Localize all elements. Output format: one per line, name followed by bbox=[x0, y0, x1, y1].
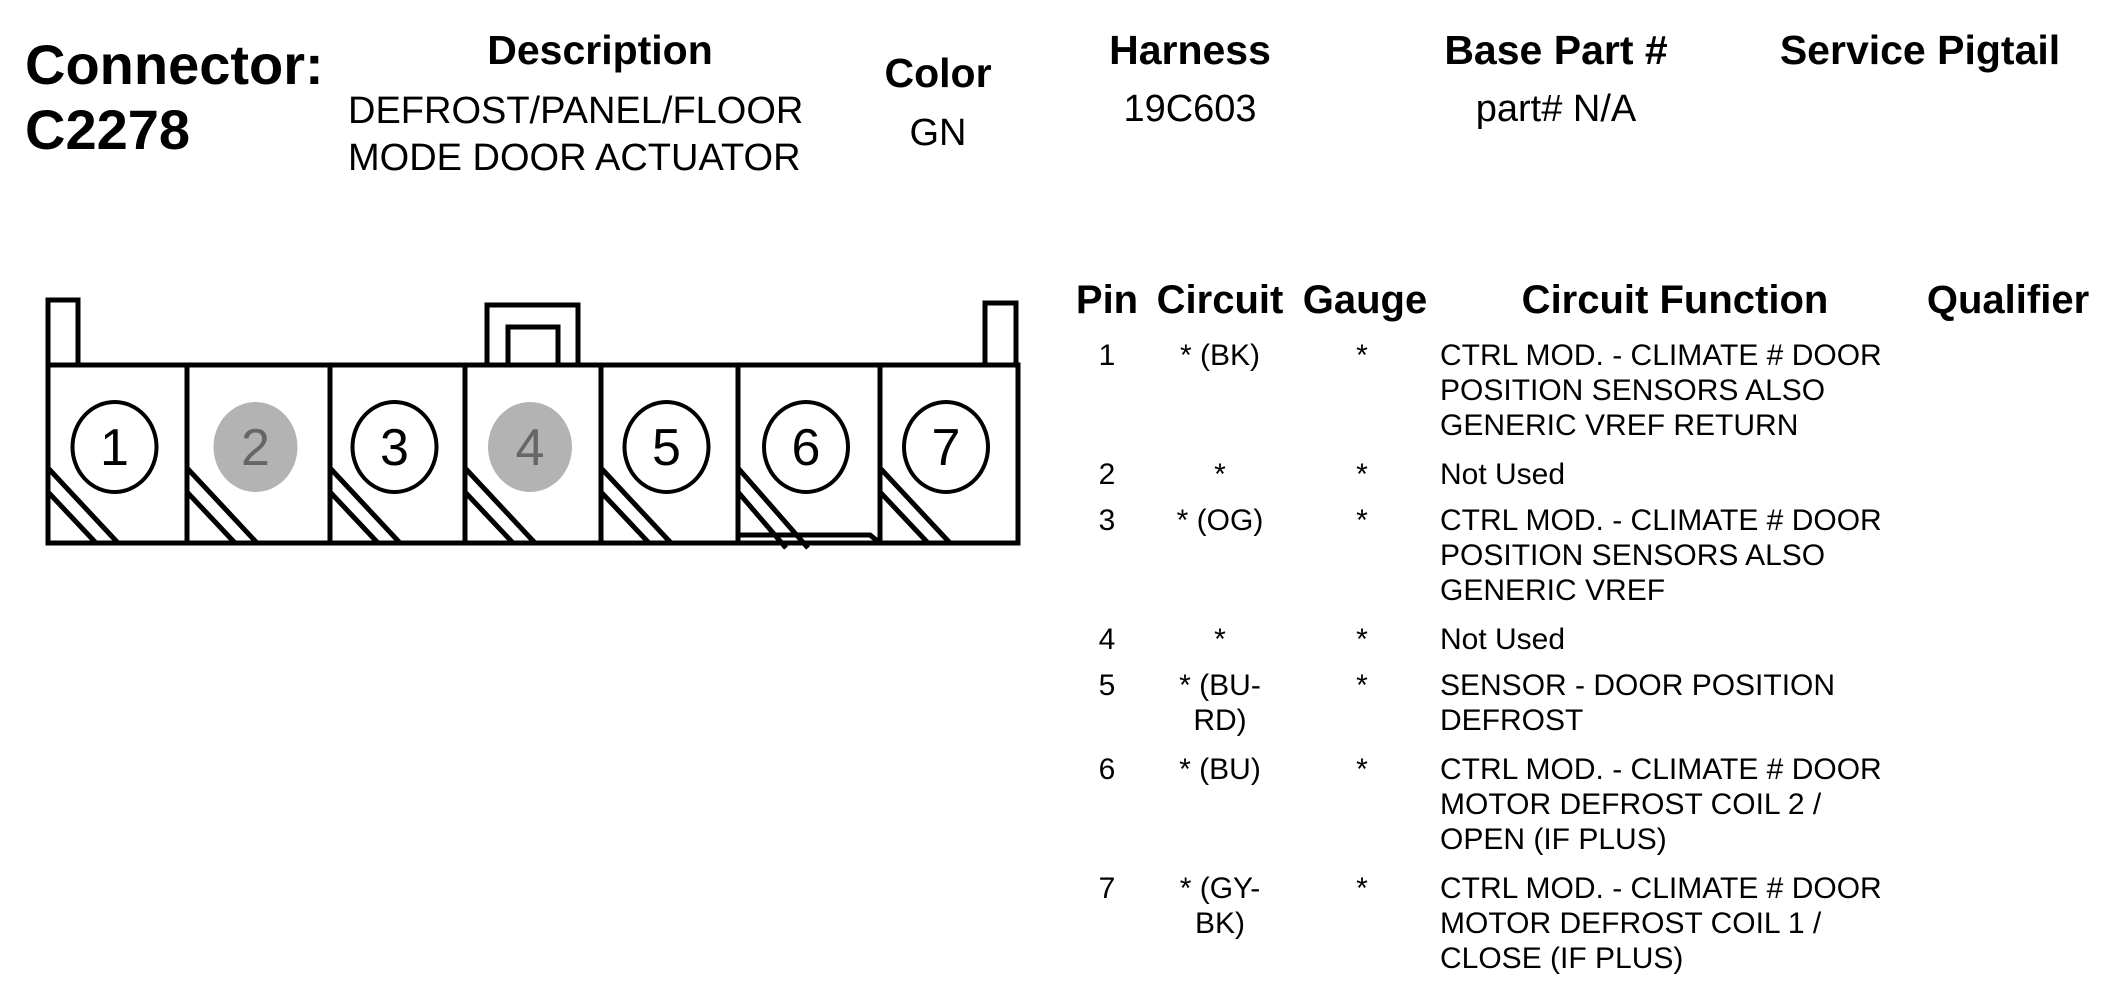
cavity-key-chamfer bbox=[46, 466, 120, 545]
circuit-cell: * (BU- bbox=[1179, 669, 1261, 702]
circuit-function-cell: CTRL MOD. - CLIMATE # DOOR POSITION SENS… bbox=[1440, 339, 1882, 442]
pin-cavity-circle bbox=[622, 400, 711, 494]
pin-number-cell: 3 bbox=[1098, 504, 1116, 537]
column-header-circuit-function: Circuit Function bbox=[1521, 278, 1829, 322]
pin-number-cell: 1 bbox=[1098, 339, 1116, 372]
connector-face-diagram: 1 2 3 4 5 6 7 bbox=[45, 297, 1021, 550]
gauge-cell: * bbox=[1356, 669, 1368, 702]
right-latch bbox=[982, 300, 1019, 365]
gauge-cell: * bbox=[1356, 623, 1368, 656]
pin-cavity-unused-circle bbox=[488, 402, 572, 492]
cavity-key-chamfer bbox=[328, 466, 402, 545]
lock-tab-inner bbox=[505, 324, 561, 365]
circuit-cell: RD) bbox=[1193, 704, 1247, 737]
circuit-function-cell: Not Used bbox=[1440, 458, 1566, 491]
base-part-value: part# N/A bbox=[1475, 88, 1637, 130]
pin-cavity-circle bbox=[902, 400, 990, 494]
cavity-key-chamfer bbox=[185, 466, 259, 545]
circuit-function-cell: Not Used bbox=[1440, 623, 1566, 656]
cavity-key-chamfer bbox=[599, 466, 673, 545]
column-header-circuit: Circuit bbox=[1156, 278, 1284, 322]
circuit-cell: * (BK) bbox=[1179, 339, 1261, 372]
description-line-2: MODE DOOR ACTUATOR bbox=[348, 137, 801, 179]
pin-cavity-unused-circle bbox=[213, 402, 298, 492]
gauge-cell: * bbox=[1356, 458, 1368, 491]
pin-cavity-number: 1 bbox=[100, 419, 129, 477]
pin-cavity-circle bbox=[762, 400, 850, 494]
connector-id: C2278 bbox=[25, 98, 191, 161]
pin-number-cell: 7 bbox=[1098, 872, 1116, 905]
circuit-cell: * (GY- bbox=[1179, 872, 1261, 905]
circuit-function-cell: CTRL MOD. - CLIMATE # DOOR POSITION SENS… bbox=[1440, 504, 1882, 607]
pin-cavity-number: 3 bbox=[380, 419, 409, 477]
cavity-key-chamfer bbox=[463, 466, 537, 545]
pin-cavity-number: 7 bbox=[932, 419, 961, 477]
gauge-cell: * bbox=[1356, 872, 1368, 905]
circuit-function-cell: CTRL MOD. - CLIMATE # DOOR MOTOR DEFROST… bbox=[1440, 872, 1882, 975]
description-line-1: DEFROST/PANEL/FLOOR bbox=[348, 90, 804, 132]
pin-cavity-number: 5 bbox=[652, 419, 681, 477]
pin-number-cell: 5 bbox=[1098, 669, 1116, 702]
pin-cavity-circle bbox=[350, 400, 439, 494]
pin-cavity-number: 2 bbox=[241, 419, 270, 477]
column-header-gauge: Gauge bbox=[1302, 278, 1428, 322]
column-header-qualifier: Qualifier bbox=[1926, 278, 2090, 322]
description-header: Description bbox=[487, 27, 713, 73]
service-pigtail-header: Service Pigtail bbox=[1779, 27, 2061, 73]
gauge-cell: * bbox=[1356, 339, 1368, 372]
circuit-function-cell: CTRL MOD. - CLIMATE # DOOR MOTOR DEFROST… bbox=[1440, 753, 1882, 856]
circuit-function-cell: SENSOR - DOOR POSITION DEFROST bbox=[1440, 669, 1836, 737]
gauge-cell: * bbox=[1356, 504, 1368, 537]
circuit-cell: * (OG) bbox=[1176, 504, 1264, 537]
cavity-key-chamfer bbox=[736, 466, 810, 550]
connector-housing-frame bbox=[45, 362, 1021, 546]
description-value: DEFROST/PANEL/FLOOR MODE DOOR ACTUATOR bbox=[348, 88, 803, 182]
pin-cavity-circle bbox=[70, 400, 159, 494]
pin-cavity-number: 4 bbox=[516, 419, 545, 477]
pin-cavity-number: 6 bbox=[792, 419, 821, 477]
cavity-key-chamfer bbox=[878, 466, 952, 545]
column-header-pin: Pin bbox=[1075, 278, 1139, 322]
circuit-cell: * (BU) bbox=[1179, 753, 1261, 786]
pin-number-cell: 4 bbox=[1098, 623, 1116, 656]
harness-header: Harness bbox=[1109, 27, 1271, 73]
harness-value: 19C603 bbox=[1123, 88, 1257, 130]
left-latch bbox=[45, 297, 81, 365]
circuit-cell: BK) bbox=[1194, 907, 1246, 940]
circuit-cell: * bbox=[1214, 458, 1226, 491]
pin-number-cell: 6 bbox=[1098, 753, 1116, 786]
color-value: GN bbox=[909, 112, 967, 154]
lock-tab-outer bbox=[484, 302, 581, 365]
pin-number-cell: 2 bbox=[1098, 458, 1116, 491]
gauge-cell: * bbox=[1356, 753, 1368, 786]
color-header: Color bbox=[884, 50, 992, 96]
base-part-header: Base Part # bbox=[1444, 27, 1668, 73]
connector-label: Connector: bbox=[25, 33, 324, 96]
circuit-cell: * bbox=[1214, 623, 1226, 656]
